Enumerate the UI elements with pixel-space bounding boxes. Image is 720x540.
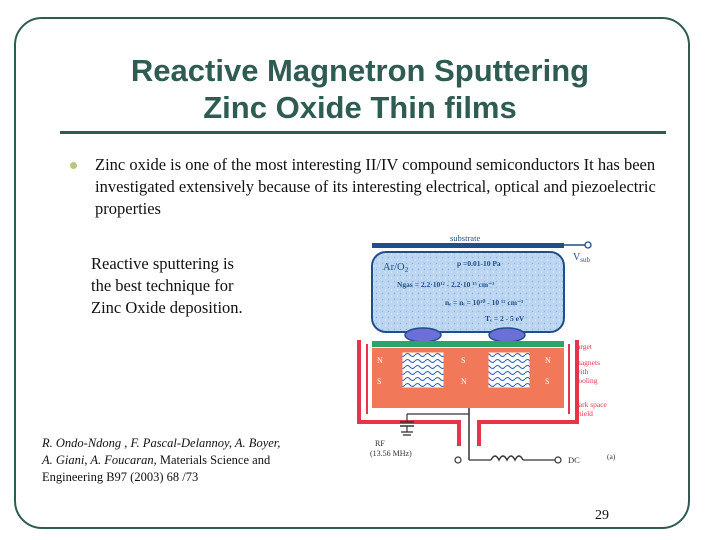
dc-label: DC xyxy=(568,455,580,465)
plasma-region xyxy=(371,251,565,333)
ngas-label: Ngas = 2.2·10¹² - 2.2·10 ¹⁵ cm⁻³ xyxy=(397,280,495,289)
reference-authors-1: R. Ondo-Ndong , F. Pascal-Delannoy, A. B… xyxy=(42,436,281,450)
dc-terminal xyxy=(554,456,562,464)
shield-inner xyxy=(366,344,570,414)
rf-label-1: RF xyxy=(375,439,385,448)
density-label: nₑ = nᵢ = 10¹⁰ - 10 ¹² cm⁻³ xyxy=(445,298,524,307)
pole-center-s: S xyxy=(461,356,465,365)
bullet-icon xyxy=(70,162,77,169)
pressure-label: p =0.01-10 Pa xyxy=(457,259,501,268)
pole-right-s: S xyxy=(545,377,549,386)
cooling-base xyxy=(372,388,564,408)
pole-left-s: S xyxy=(377,377,381,386)
side-note-line-3: Zinc Oxide deposition. xyxy=(91,298,243,317)
target-plate xyxy=(372,341,564,347)
reference-journal-1: , Materials Science and xyxy=(153,453,271,467)
rf-terminal xyxy=(454,456,462,464)
pole-center-n: N xyxy=(461,377,467,386)
reference: R. Ondo-Ndong , F. Pascal-Delannoy, A. B… xyxy=(42,435,342,486)
magnet-assembly xyxy=(372,348,564,388)
sputtering-diagram: substrate Vsub Ar/O2 p =0.01-10 Pa Ngas … xyxy=(357,233,616,465)
pole-right-n: N xyxy=(545,356,551,365)
slide-title: Reactive Magnetron Sputtering Zinc Oxide… xyxy=(40,52,680,126)
bullet-text: Zinc oxide is one of the most interestin… xyxy=(95,155,656,218)
magnets-label-3: cooling xyxy=(575,376,598,385)
shield-label-1: dark space xyxy=(575,400,608,409)
vsub-label: Vsub xyxy=(573,252,590,264)
pole-left-n: N xyxy=(377,356,383,365)
cooling-block-right xyxy=(487,351,531,389)
reference-journal-2: Engineering B97 (2003) 68 /73 xyxy=(42,470,199,484)
inductor-coil xyxy=(490,455,524,462)
cooling-block-left xyxy=(401,351,445,389)
panel-label: (a) xyxy=(607,452,616,461)
gas-label: Ar/O2 xyxy=(383,262,409,274)
title-line-2: Zinc Oxide Thin films xyxy=(203,90,517,125)
magnets-label-2: with xyxy=(575,367,589,376)
side-note-line-1: Reactive sputtering is xyxy=(91,254,234,273)
te-label: Tₑ = 2 - 5 eV xyxy=(485,314,525,323)
shield-label-2: shield xyxy=(575,409,593,418)
slide-frame xyxy=(14,17,690,529)
vsub-terminal xyxy=(584,241,592,249)
erosion-zone-right xyxy=(488,327,526,343)
side-note: Reactive sputtering is the best techniqu… xyxy=(91,253,291,319)
title-divider xyxy=(60,131,666,134)
magnets-label-1: magnets xyxy=(575,358,600,367)
side-note-line-2: the best technique for xyxy=(91,276,234,295)
reference-authors-2: A. Giani, A. Foucaran xyxy=(42,453,154,467)
rf-label-2: (13.56 MHz) xyxy=(370,449,412,458)
title-line-1: Reactive Magnetron Sputtering xyxy=(130,53,590,88)
target-label: target xyxy=(575,342,593,351)
substrate-label: substrate xyxy=(450,233,480,243)
page-number: 29 xyxy=(595,508,609,523)
substrate-bar xyxy=(372,243,564,248)
erosion-zone-left xyxy=(404,327,442,343)
